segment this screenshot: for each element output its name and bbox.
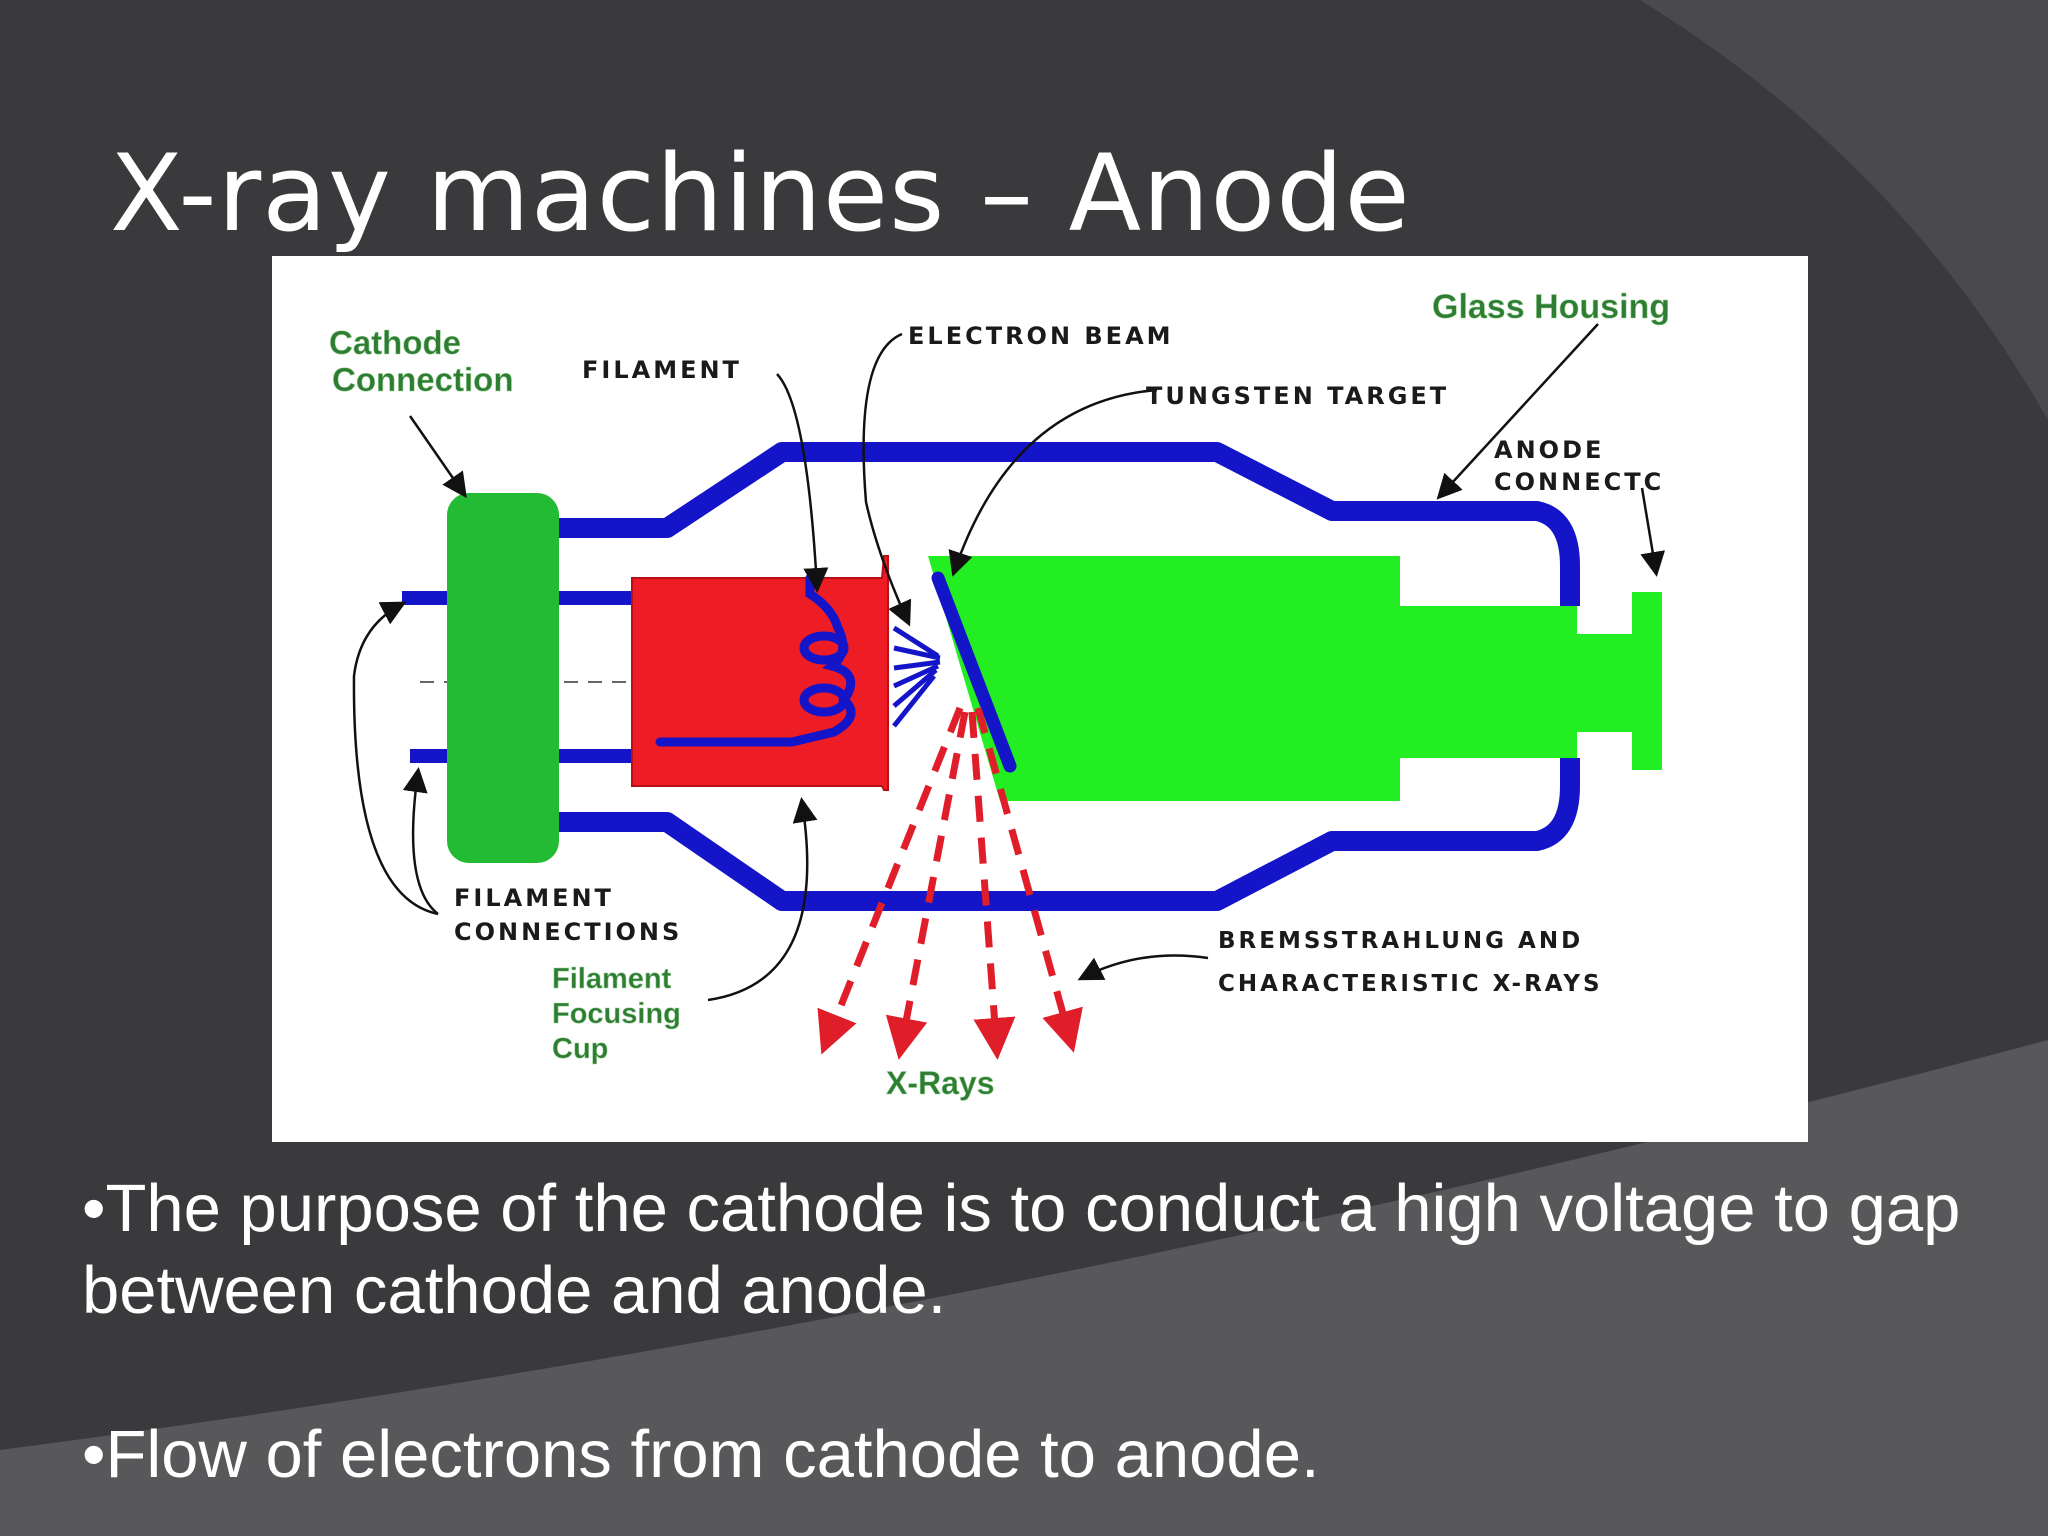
anode-neck (1577, 634, 1637, 732)
label-anode-connection: ANODE CONNECTC (1494, 436, 1664, 496)
label-x-rays: X-Rays (886, 1065, 995, 1101)
label-cathode-connection: Cathode Connection (329, 324, 513, 398)
label-glass-housing: Glass Housing (1432, 288, 1670, 326)
bullet-list: •The purpose of the cathode is to conduc… (82, 1168, 2002, 1496)
electron-beam (892, 625, 941, 728)
label-electron-beam: ELECTRON BEAM (908, 322, 1174, 350)
glass-housing-top (447, 442, 1580, 606)
label-tungsten-target: TUNGSTEN TARGET (1146, 382, 1449, 410)
label-bremsstrahlung: BREMSSTRAHLUNG AND CHARACTERISTIC X-RAYS (1218, 928, 1603, 997)
glass-housing-bottom (447, 758, 1580, 911)
x-ray-beams (817, 706, 1083, 1060)
label-filament-connections: FILAMENT CONNECTIONS (454, 884, 682, 946)
anode-body (928, 556, 1577, 801)
bullet-electron-flow: •Flow of electrons from cathode to anode… (82, 1417, 1320, 1492)
leader-lines (352, 323, 1666, 1002)
tungsten-target (931, 571, 1017, 773)
cathode-block (447, 493, 559, 863)
bullet-cathode-purpose: •The purpose of the cathode is to conduc… (82, 1171, 1961, 1328)
filament-coil (655, 573, 856, 747)
filament-coil-loop-1 (799, 631, 849, 665)
xray-tube-diagram: Cathode Connection FILAMENT ELECTRON BEA… (272, 256, 1808, 1142)
label-filament: FILAMENT (582, 356, 742, 384)
label-filament-focusing-cup: Filament Focusing Cup (552, 963, 689, 1065)
filament-coil-loop-2 (799, 683, 849, 717)
slide-title: X-ray machines – Anode (110, 132, 1411, 255)
anode-connection-cap (1632, 592, 1662, 770)
